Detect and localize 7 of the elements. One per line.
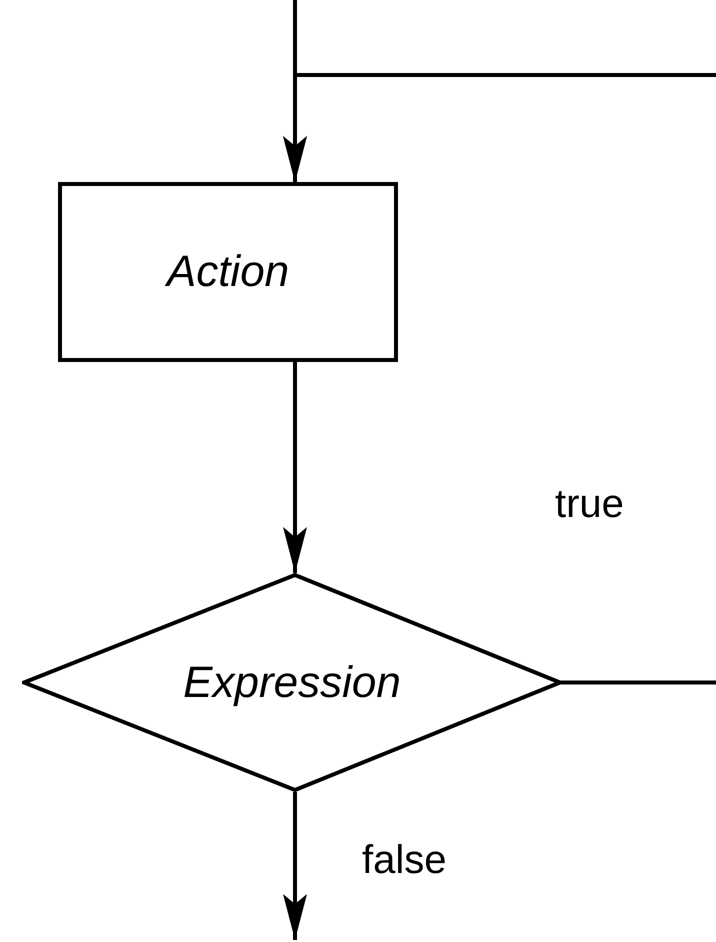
decision-diamond (22, 573, 562, 792)
node-label: Expression (183, 660, 401, 704)
node-label: Action (166, 250, 290, 294)
arrow (283, 792, 307, 940)
process-box (58, 182, 398, 362)
arrow (283, 73, 716, 684)
arrow (283, 362, 307, 573)
